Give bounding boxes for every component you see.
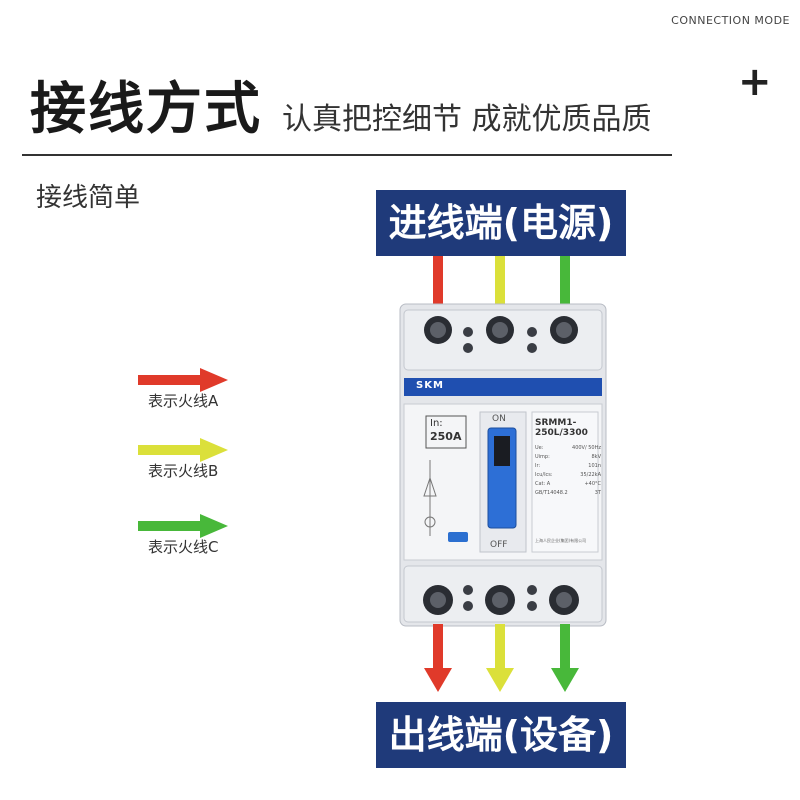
green-arrow-icon xyxy=(138,514,228,538)
yellow-down-arrow-icon xyxy=(486,668,514,692)
wire-a-in xyxy=(433,256,443,312)
output-terminal-banner: 出线端(设备) xyxy=(376,702,626,768)
spec-row: Cat: A+40°C xyxy=(535,481,601,487)
incoming-wires xyxy=(433,256,570,312)
legend-label-c: 表示火线C xyxy=(148,538,219,556)
off-label: OFF xyxy=(490,540,508,550)
green-down-arrow-icon xyxy=(551,668,579,692)
wire-b-out xyxy=(495,624,505,670)
title-divider xyxy=(22,154,672,156)
page-title: 接线方式 xyxy=(30,77,262,142)
section-label: 接线简单 xyxy=(36,183,141,213)
connection-mode-label: CONNECTION MODE xyxy=(671,14,790,27)
rating-label: In: xyxy=(430,418,443,429)
model-number: SRMM1- 250L/3300 xyxy=(535,418,601,438)
legend-label-a: 表示火线A xyxy=(148,392,219,410)
model-line-2: 250L/3300 xyxy=(535,428,588,438)
wire-c-in xyxy=(560,256,570,312)
spec-row: Uimp:8kV xyxy=(535,454,601,460)
legend-item-c: 表示火线C xyxy=(138,514,258,556)
plus-icon[interactable]: + xyxy=(738,59,772,105)
spec-table: Ue:400V/ 50Hz Uimp:8kV Ir:101n Icu/Ics:3… xyxy=(535,444,601,498)
rating-value: 250A xyxy=(430,430,462,443)
model-line-1: SRMM1- xyxy=(535,418,577,428)
input-terminal-banner: 进线端(电源) xyxy=(376,190,626,256)
outgoing-wires xyxy=(424,624,579,692)
spec-row: Ue:400V/ 50Hz xyxy=(535,445,601,451)
manufacturer-label: 上海人民企业(集团)有限公司 xyxy=(535,538,587,543)
legend-item-b: 表示火线B xyxy=(138,438,258,480)
legend-item-a: 表示火线A xyxy=(138,368,258,410)
bottom-terminals xyxy=(423,585,579,615)
wire-a-out xyxy=(433,624,443,670)
wire-c-out xyxy=(560,624,570,670)
page-subtitle: 认真把控细节 成就优质品质 xyxy=(282,102,652,137)
spec-row: Ir:101n xyxy=(535,463,601,469)
brand-logo: SKM xyxy=(416,380,444,391)
wire-b-in xyxy=(495,256,505,312)
yellow-arrow-icon xyxy=(138,438,228,462)
red-down-arrow-icon xyxy=(424,668,452,692)
circuit-breaker xyxy=(399,303,607,627)
legend-label-b: 表示火线B xyxy=(148,462,219,480)
red-arrow-icon xyxy=(138,368,228,392)
spec-row: Icu/Ics:35/22kA xyxy=(535,472,601,478)
on-label: ON xyxy=(492,414,506,424)
top-terminals xyxy=(424,316,578,353)
